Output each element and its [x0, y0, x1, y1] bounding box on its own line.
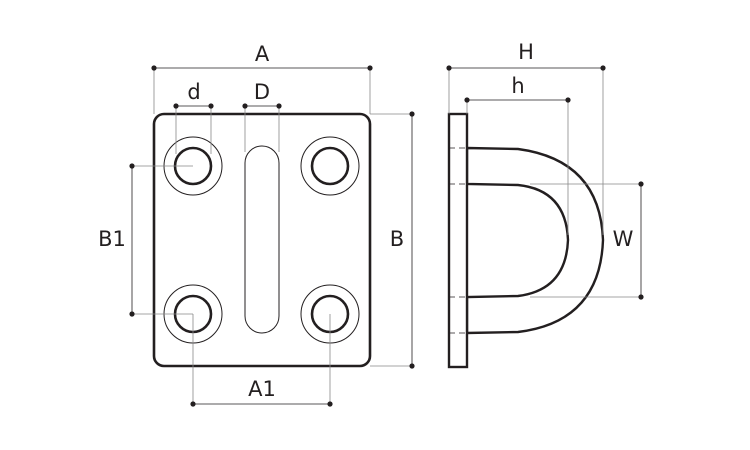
label-A: A: [255, 42, 270, 66]
side-view: H h W: [446, 40, 644, 369]
hole-outer-ring: [300, 136, 360, 196]
label-d: d: [187, 80, 200, 104]
label-H: H: [518, 40, 534, 64]
side-base-plate: [447, 112, 469, 369]
hidden-lines: [449, 147, 467, 334]
center-slot: [244, 145, 280, 334]
hole: [310, 146, 350, 186]
label-B: B: [390, 227, 404, 251]
u-bolt-loop: [465, 146, 605, 335]
label-B1: B1: [98, 227, 126, 251]
label-W: W: [613, 227, 634, 251]
label-D: D: [254, 80, 270, 104]
label-A1: A1: [248, 377, 276, 401]
front-view: A d D B1 B A1: [98, 42, 415, 407]
label-h: h: [511, 74, 524, 98]
